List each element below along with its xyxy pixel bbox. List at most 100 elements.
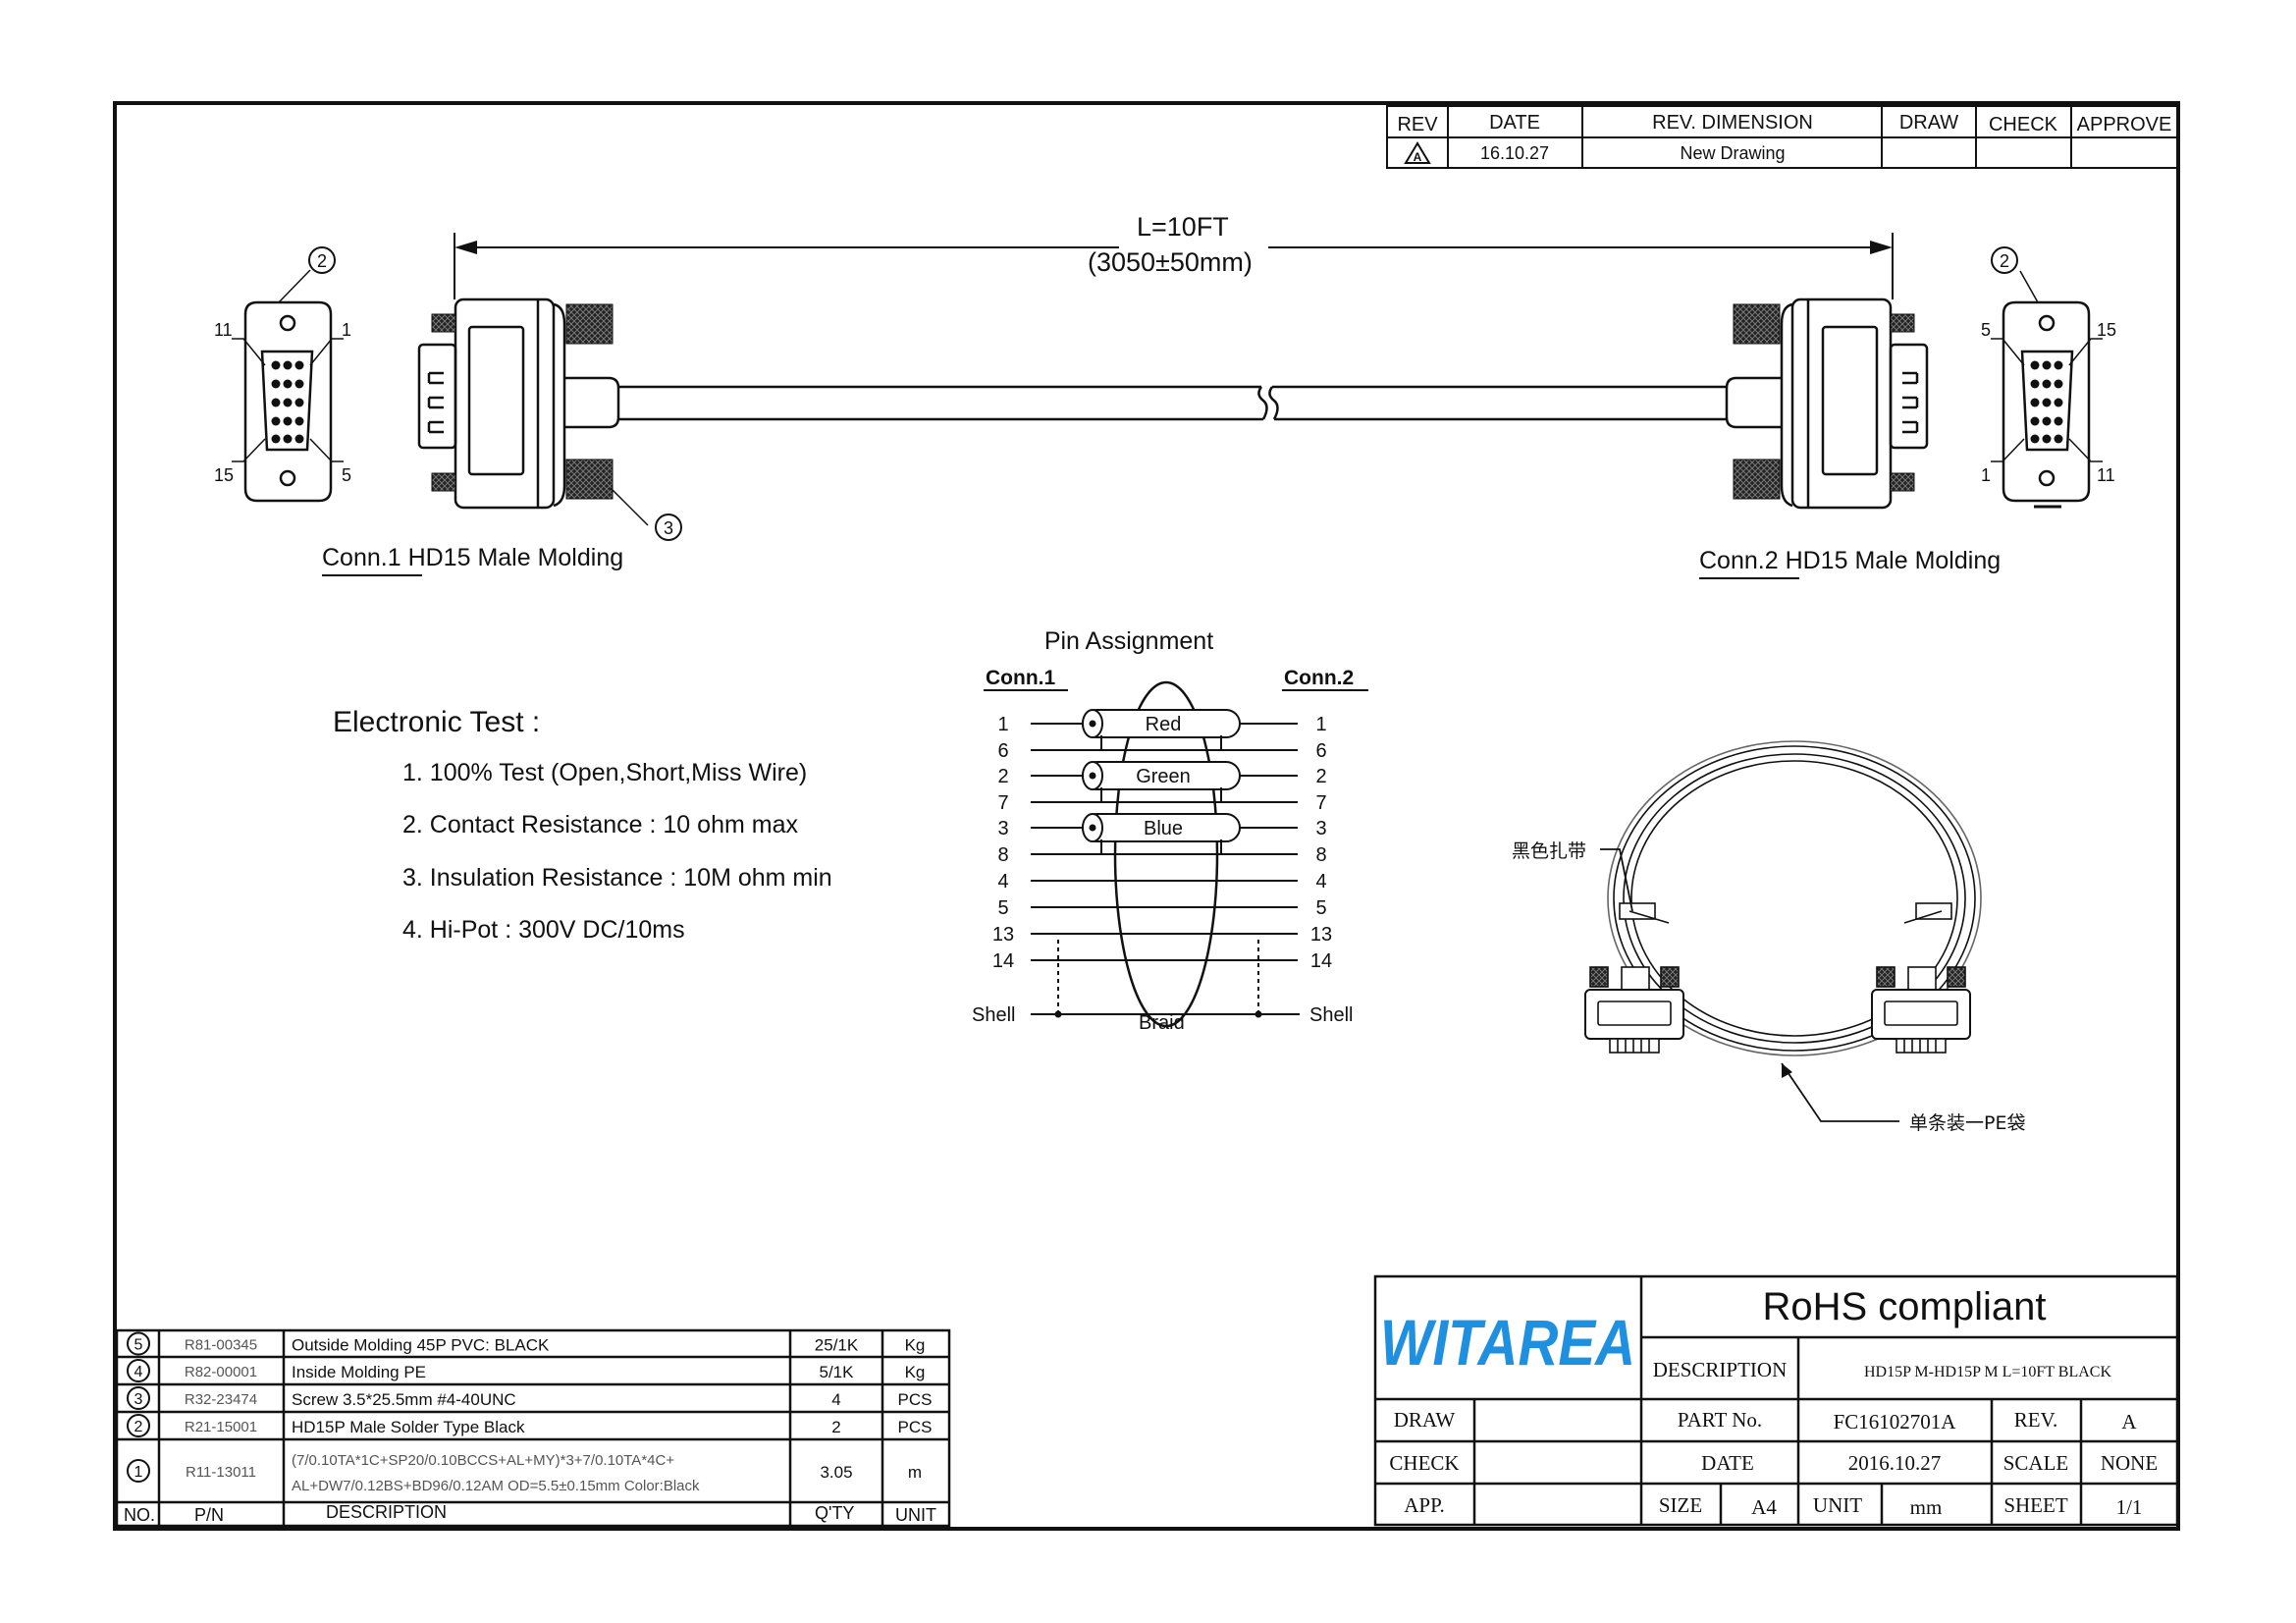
bom-pn: R11-13011 (186, 1464, 256, 1481)
scale-value: NONE (2101, 1451, 2158, 1475)
pe-bag-label: 单条装一PE袋 (1909, 1112, 2025, 1134)
coax-pair: Red (1080, 709, 1298, 751)
bom-qty: 3.05 (820, 1463, 852, 1482)
size-label: SIZE (1659, 1493, 1702, 1517)
bom-qty: 5/1K (820, 1363, 855, 1381)
pin-label-left: 13 (992, 924, 1014, 946)
draw-label: DRAW (1394, 1408, 1456, 1432)
bom-qty: 2 (831, 1418, 840, 1436)
bom-description: Screw 3.5*25.5mm #4-40UNC (292, 1390, 516, 1409)
test-item-4: 4. Hi-Pot : 300V DC/10ms (402, 916, 685, 944)
coax-label: Red (1146, 714, 1182, 735)
braid-label: Braid (1139, 1012, 1185, 1034)
bom-header-description: DESCRIPTION (326, 1502, 447, 1522)
pin-label-right: 3 (1315, 818, 1326, 839)
electronic-test-heading: Electronic Test : (333, 706, 541, 738)
sheet-value: 1/1 (2116, 1495, 2143, 1519)
bom-pn: R81-00345 (185, 1337, 257, 1354)
pin-label-right: 8 (1315, 844, 1326, 866)
bom-no: 5 (134, 1337, 143, 1354)
coax-label: Green (1136, 766, 1191, 787)
rev-date-cell: 16.10.27 (1480, 143, 1549, 163)
svg-text:A: A (1414, 150, 1422, 164)
size-value: A4 (1751, 1495, 1777, 1519)
bom-pn: R32-23474 (185, 1391, 257, 1408)
pin-label-right: 7 (1315, 792, 1326, 814)
date-header: DATE (1489, 112, 1540, 134)
conn2-title: Conn.2 HD15 Male Molding (1699, 547, 2001, 574)
bom-description: HD15P Male Solder Type Black (292, 1418, 525, 1436)
sheet-label: SHEET (2003, 1493, 2068, 1517)
pin-label-right: 2 (1315, 766, 1326, 787)
braid-oval (1113, 680, 1219, 1028)
bom-description: (7/0.10TA*1C+SP20/0.10BCCS+AL+MY)*3+7/0.… (292, 1452, 674, 1469)
conn1-pin-11: 11 (214, 320, 233, 340)
coax-pair: Blue (1080, 813, 1298, 855)
pin-label-left: 1 (997, 714, 1008, 735)
bom-header-unit: UNIT (895, 1505, 936, 1525)
rev-dimension-cell: New Drawing (1680, 143, 1785, 163)
bom-header-qty: Q'TY (815, 1503, 854, 1523)
bom-item-balloon (127, 1459, 150, 1483)
pin-label-left: 2 (997, 766, 1008, 787)
rev-header: REV (1397, 114, 1438, 135)
coax-label: Blue (1144, 818, 1183, 839)
bom-no: 4 (134, 1364, 143, 1380)
conn1-pin-1: 1 (342, 320, 351, 340)
bom-item-balloon (127, 1414, 150, 1437)
rev-label: REV. (2014, 1408, 2058, 1432)
conn1-pin-5: 5 (342, 465, 351, 485)
cable-body (618, 385, 1727, 421)
rev-dimension-header: REV. DIMENSION (1652, 112, 1813, 134)
test-item-1: 1. 100% Test (Open,Short,Miss Wire) (402, 759, 808, 786)
pin-label-left: 4 (997, 871, 1008, 893)
conn2-side-view (1725, 298, 1929, 510)
test-item-3: 3. Insulation Resistance : 10M ohm min (402, 864, 832, 892)
bom-row: 5 R81-00345 Outside Molding 45P PVC: BLACK… (127, 1331, 926, 1356)
bom-description-line2: AL+DW7/0.12BS+BD96/0.12AM OD=5.5±0.15mm … (292, 1478, 700, 1494)
balloon-2-right: 2 (1991, 246, 2018, 274)
svg-text:2: 2 (2000, 251, 2009, 271)
title-block-grid (1373, 1274, 2179, 1527)
pin-label-right: 4 (1315, 871, 1326, 893)
bom-pn: R21-15001 (185, 1419, 257, 1435)
bom-qty: 4 (831, 1390, 840, 1409)
bom-no: 1 (134, 1464, 143, 1481)
pin-label-left: 3 (997, 818, 1008, 839)
description-value: HD15P M-HD15P M L=10FT BLACK (1864, 1364, 2111, 1380)
check-label: CHECK (1389, 1451, 1459, 1475)
bom-no: 2 (134, 1419, 143, 1435)
pin-label-right: 14 (1310, 950, 1332, 972)
bom-no: 3 (134, 1391, 143, 1408)
bom-row: 1 R11-13011 (7/0.10TA*1C+SP20/0.10BCCS+AL+… (127, 1452, 922, 1494)
bom-description: Outside Molding 45P PVC: BLACK (292, 1336, 550, 1355)
pin-label-right: 5 (1315, 897, 1326, 919)
pin-label-right: 1 (1315, 714, 1326, 735)
rev-value: A (2121, 1410, 2137, 1434)
pin-label-right: 6 (1315, 740, 1326, 762)
bom-rows: 5 R81-00345 Outside Molding 45P PVC: BLACK… (127, 1331, 932, 1494)
conn1-front-view (232, 269, 344, 503)
app-label: APP. (1404, 1493, 1444, 1517)
bom-unit: Kg (905, 1336, 926, 1355)
svg-text:3: 3 (664, 518, 673, 538)
balloon-3: 3 (655, 514, 682, 541)
part-no-value: FC16102701A (1834, 1410, 1957, 1434)
length-dimension (454, 233, 1894, 299)
pin-label-right: 13 (1310, 924, 1332, 946)
conn2-pin-11: 11 (2097, 465, 2115, 485)
approve-header: APPROVE (2077, 114, 2172, 135)
bom-description: Inside Molding PE (292, 1363, 426, 1381)
pin-conn1-header: Conn.1 (986, 667, 1055, 689)
rohs-label: RoHS compliant (1762, 1285, 2046, 1328)
balloon-2-left: 2 (308, 246, 336, 274)
check-header: CHECK (1989, 114, 2058, 135)
pin-label-left: 5 (997, 897, 1008, 919)
bom-header-no: NO. (124, 1505, 155, 1525)
conn1-title: Conn.1 HD15 Male Molding (322, 544, 623, 571)
bom-unit: m (908, 1463, 922, 1482)
